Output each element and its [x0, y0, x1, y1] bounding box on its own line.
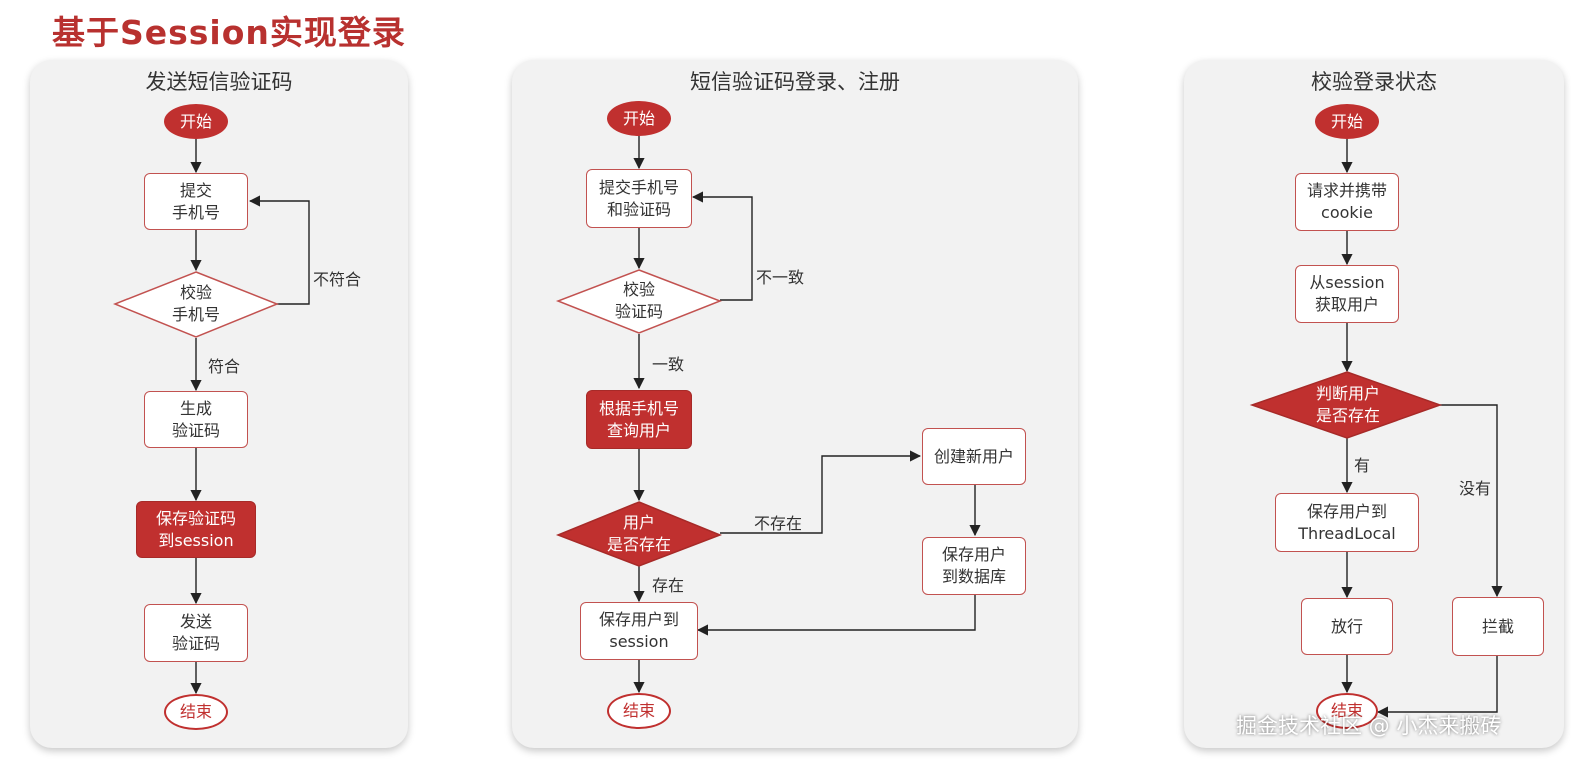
p1-generate-code-node: 生成 验证码 [144, 391, 248, 448]
p1-check-phone-diamond [112, 271, 280, 338]
p2-submit-phone-code-node: 提交手机号 和验证码 [586, 169, 692, 228]
p3-arrow-judge-block [1440, 404, 1503, 598]
p3-no-label: 没有 [1459, 479, 1492, 498]
p2-check-code-diamond [555, 269, 723, 334]
p2-consistent-label: 一致 [652, 355, 685, 374]
p2-save-session-node: 保存用户到 session [580, 602, 698, 660]
watermark: 掘金技术社区 @ 小杰来搬砖 [1236, 714, 1502, 738]
p2-arrow-savedb-session [696, 595, 976, 636]
p1-save-code-node: 保存验证码 到session [136, 501, 256, 558]
p3-block-node: 拦截 [1452, 597, 1544, 656]
p3-request-cookie-node: 请求并携带 cookie [1295, 173, 1399, 231]
panel1-title: 发送短信验证码 [145, 70, 293, 94]
panel2-title: 短信验证码登录、注册 [690, 70, 900, 94]
p1-check-phone-label: 校验 手机号 [171, 283, 220, 324]
p1-match-label: 符合 [208, 357, 241, 376]
panel3-title: 校验登录状态 [1311, 70, 1437, 94]
p1-no-match-label: 不符合 [313, 270, 362, 289]
p3-save-threadlocal-node: 保存用户到 ThreadLocal [1275, 493, 1419, 552]
p2-end-node: 结束 [607, 693, 671, 729]
p1-send-code-node: 发送 验证码 [144, 604, 248, 662]
p3-pass-node: 放行 [1301, 598, 1393, 655]
p2-query-user-node: 根据手机号 查询用户 [586, 390, 692, 449]
p3-end-node: 结束 [1316, 693, 1378, 729]
p1-submit-phone-node: 提交 手机号 [144, 173, 248, 230]
p3-judge-user-label: 判断用户 是否存在 [1315, 384, 1380, 425]
p1-end-node: 结束 [164, 694, 228, 730]
p3-get-user-node: 从session 获取用户 [1295, 265, 1399, 323]
p2-mismatch-label: 不一致 [756, 268, 805, 287]
p2-create-user-node: 创建新用户 [922, 428, 1026, 485]
p3-start-node: 开始 [1315, 104, 1379, 139]
p2-arrow-not-exists-create [720, 450, 922, 534]
p2-check-code-label: 校验 验证码 [614, 280, 663, 321]
p3-yes-label: 有 [1354, 456, 1371, 475]
p2-exists-label: 存在 [652, 576, 685, 595]
p2-user-exists-diamond [555, 501, 723, 567]
p1-start-node: 开始 [164, 104, 228, 139]
p3-judge-user-diamond [1249, 371, 1443, 439]
p1-arrow-nomatch-loop [248, 195, 310, 305]
p2-start-node: 开始 [607, 101, 671, 136]
p2-not-exists-label: 不存在 [754, 514, 803, 533]
p2-user-exists-label: 用户 是否存在 [606, 513, 671, 554]
p2-arrow-mismatch-loop [691, 191, 753, 301]
page-title: 基于Session实现登录 [52, 13, 406, 52]
p2-save-db-node: 保存用户 到数据库 [922, 537, 1026, 595]
p3-arrow-block-end [1376, 656, 1498, 718]
